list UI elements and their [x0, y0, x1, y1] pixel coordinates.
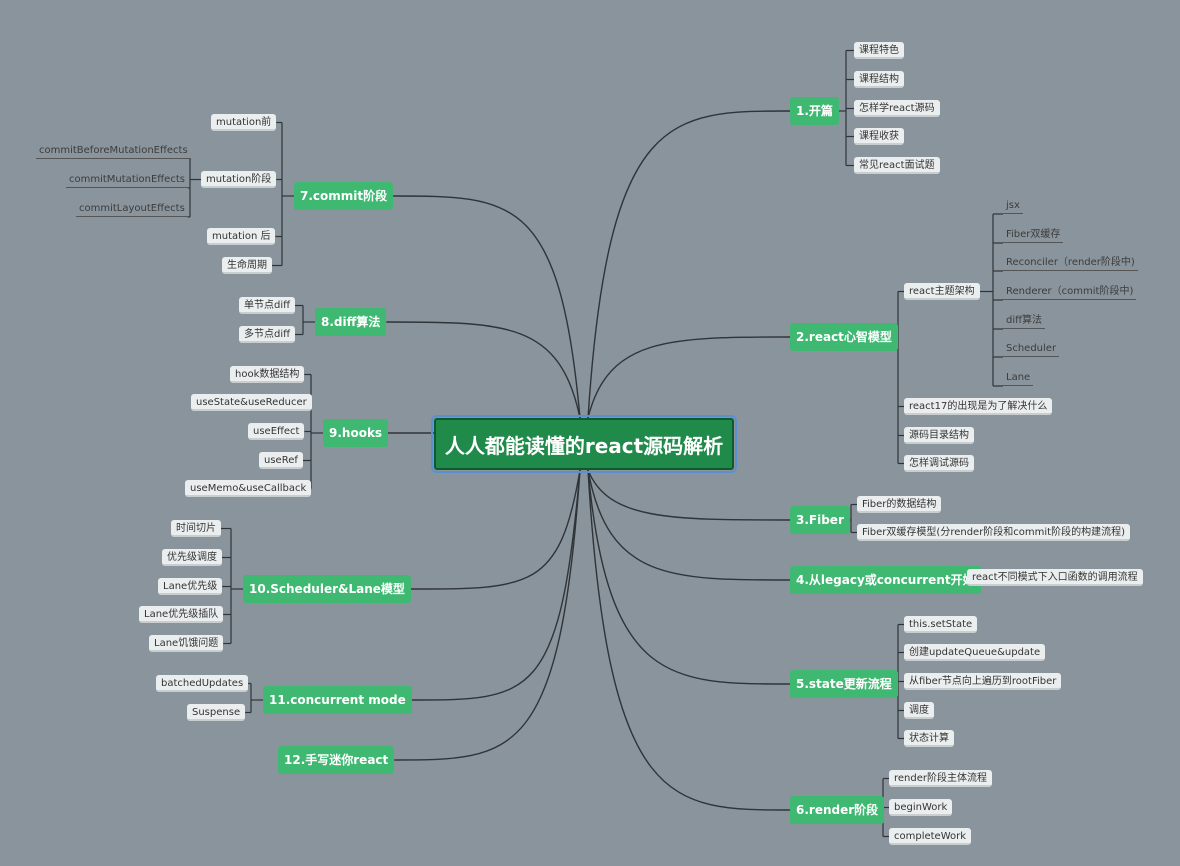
leaf-multi-diff[interactable]: 多节点diff	[239, 326, 296, 343]
leaf-before-mutation[interactable]: mutation前	[211, 114, 277, 131]
branch-10-scheduler-lane[interactable]: 10.Scheduler&Lane模型	[243, 575, 411, 603]
branch-12-mini-react[interactable]: 12.手写迷你react	[278, 746, 395, 774]
leaf-lifecycle[interactable]: 生命周期	[222, 257, 272, 274]
leaf-interview-questions[interactable]: 常见react面试题	[854, 157, 940, 174]
branch-5-state-update[interactable]: 5.state更新流程	[790, 670, 898, 698]
leaf-batched-updates[interactable]: batchedUpdates	[156, 675, 249, 692]
leaf-lane-priority[interactable]: Lane优先级	[158, 578, 223, 595]
sub-lane[interactable]: Lane	[1003, 371, 1034, 386]
sub-commit-mutation[interactable]: commitMutationEffects	[66, 173, 188, 188]
leaf-single-diff[interactable]: 单节点diff	[239, 297, 296, 314]
leaf-lane-starvation[interactable]: Lane饥饿问题	[149, 635, 224, 652]
leaf-setstate[interactable]: this.setState	[904, 616, 978, 633]
sub-fiber-double-buffer[interactable]: Fiber双缓存	[1003, 228, 1064, 243]
sub-renderer[interactable]: Renderer（commit阶段中)	[1003, 285, 1137, 300]
leaf-state-compute[interactable]: 状态计算	[904, 730, 954, 747]
leaf-useref[interactable]: useRef	[259, 452, 303, 469]
leaf-usestate[interactable]: useState&useReducer	[191, 394, 312, 411]
leaf-debug-source[interactable]: 怎样调试源码	[904, 455, 974, 472]
leaf-usememo[interactable]: useMemo&useCallback	[185, 480, 312, 497]
leaf-create-update-queue[interactable]: 创建updateQueue&update	[904, 644, 1046, 661]
branch-3-fiber[interactable]: 3.Fiber	[790, 506, 850, 534]
leaf-completework[interactable]: completeWork	[889, 828, 972, 845]
root-topic[interactable]: 人人都能读懂的react源码解析	[431, 415, 737, 473]
leaf-suspense[interactable]: Suspense	[187, 704, 246, 721]
leaf-render-main-flow[interactable]: render阶段主体流程	[889, 770, 992, 787]
leaf-schedule[interactable]: 调度	[904, 702, 934, 719]
leaf-after-mutation[interactable]: mutation 后	[207, 228, 276, 245]
branch-9-hooks[interactable]: 9.hooks	[323, 419, 389, 447]
leaf-source-dir[interactable]: 源码目录结构	[904, 427, 974, 444]
branch-2-mental-model[interactable]: 2.react心智模型	[790, 323, 898, 351]
branch-4-entry[interactable]: 4.从legacy或concurrent开始	[790, 566, 981, 594]
sub-scheduler[interactable]: Scheduler	[1003, 342, 1060, 357]
leaf-entry-flow[interactable]: react不同模式下入口函数的调用流程	[967, 569, 1143, 586]
leaf-react17[interactable]: react17的出现是为了解决什么	[904, 398, 1053, 415]
leaf-beginwork[interactable]: beginWork	[889, 799, 953, 816]
leaf-fiber-struct[interactable]: Fiber的数据结构	[857, 496, 942, 513]
leaf-traverse-to-root[interactable]: 从fiber节点向上遍历到rootFiber	[904, 673, 1062, 690]
sub-jsx[interactable]: jsx	[1003, 199, 1023, 214]
branch-8-diff[interactable]: 8.diff算法	[315, 308, 387, 336]
branch-6-render[interactable]: 6.render阶段	[790, 796, 885, 824]
sub-reconciler[interactable]: Reconciler（render阶段中)	[1003, 256, 1138, 271]
sub-commit-layout[interactable]: commitLayoutEffects	[76, 202, 188, 217]
branch-7-commit[interactable]: 7.commit阶段	[294, 182, 394, 210]
leaf-how-to-learn[interactable]: 怎样学react源码	[854, 100, 940, 117]
leaf-time-slicing[interactable]: 时间切片	[171, 520, 221, 537]
leaf-course-features[interactable]: 课程特色	[854, 42, 904, 59]
leaf-priority-schedule[interactable]: 优先级调度	[162, 549, 222, 566]
leaf-hook-struct[interactable]: hook数据结构	[230, 366, 305, 383]
leaf-useeffect[interactable]: useEffect	[248, 423, 305, 440]
branch-11-concurrent[interactable]: 11.concurrent mode	[263, 686, 412, 714]
sub-commit-before-mutation[interactable]: commitBeforeMutationEffects	[36, 144, 191, 159]
leaf-fiber-double-buffer-model[interactable]: Fiber双缓存模型(分render阶段和commit阶段的构建流程)	[857, 524, 1131, 541]
leaf-course-gains[interactable]: 课程收获	[854, 128, 904, 145]
leaf-mutation-phase[interactable]: mutation阶段	[201, 171, 277, 188]
leaf-architecture[interactable]: react主题架构	[904, 283, 980, 300]
branch-1-intro[interactable]: 1.开篇	[790, 97, 839, 125]
leaf-course-structure[interactable]: 课程结构	[854, 71, 904, 88]
leaf-lane-jump[interactable]: Lane优先级插队	[139, 606, 224, 623]
sub-diff[interactable]: diff算法	[1003, 314, 1046, 329]
